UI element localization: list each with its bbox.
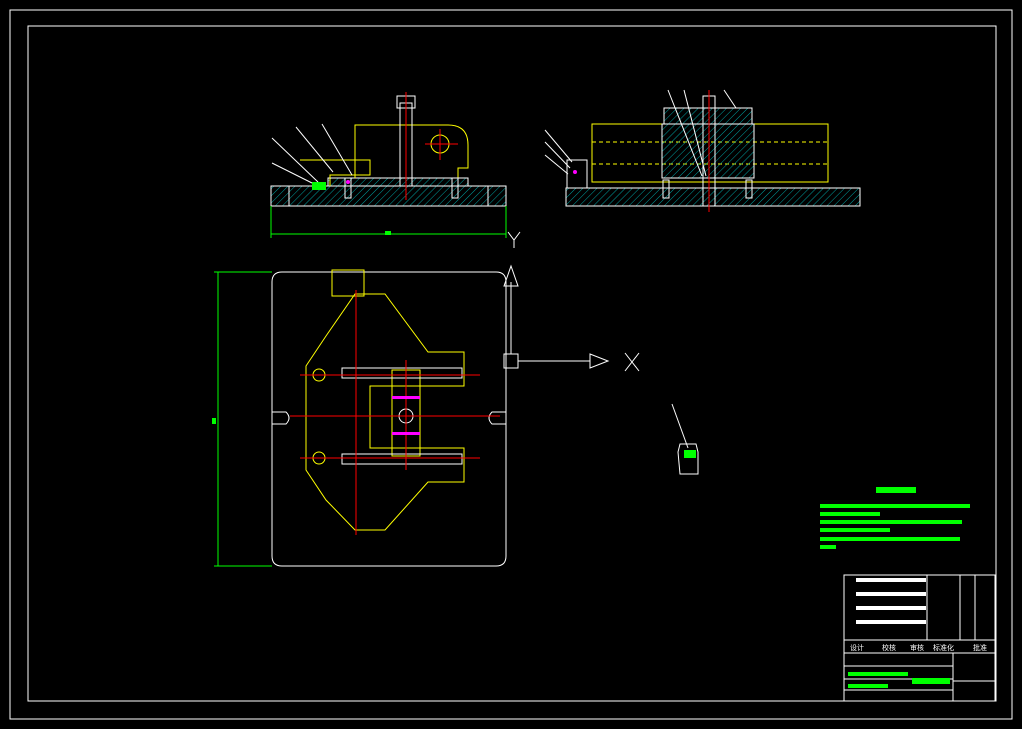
front-dim-value [385,231,391,235]
tech-req-line-5 [820,537,960,541]
detail-part-core [684,450,696,458]
front-clamp-arm [300,159,371,186]
plan-clamp-bar-lower [341,453,463,465]
plan-fixture-body [305,293,465,531]
front-base-left [270,185,290,207]
side-leader-4 [667,89,703,177]
tech-req-line-4 [820,528,890,532]
inner-frame [27,25,997,702]
side-leader-6 [723,89,737,109]
ucs-x-arrow [589,353,610,369]
tech-requirements [820,487,970,549]
front-leader-3 [295,126,334,173]
plan-top-bracket [331,269,365,297]
front-accent-mark [346,180,350,184]
plan-view [212,269,507,567]
side-leader-3 [544,154,569,175]
detail-part-outline [677,443,699,475]
title-block-data-2 [856,592,926,596]
front-base-right [487,185,507,207]
title-block-green-2 [848,684,888,688]
detail-leader [671,403,689,449]
side-small-block [566,159,588,189]
front-base-plate [270,185,507,207]
footer-label-approver: 批准 [973,643,987,652]
plan-slot-left [272,411,290,425]
outer-frame [9,9,1013,720]
title-block [843,574,996,702]
side-base-plate [565,187,861,207]
plan-accent-upper [392,396,420,399]
side-accent-mark [573,170,577,174]
title-block-footer: 设计 校核 审核 标准化 批准 [850,643,987,652]
footer-label-reviewer: 审核 [910,643,924,652]
tech-req-line-2 [820,512,880,516]
footer-label-standard: 标准化 [933,643,954,652]
plan-slot-right [488,411,506,425]
side-leader-5 [683,89,707,177]
footer-label-designer: 设计 [850,643,864,652]
title-block-data-1 [856,578,926,582]
tech-req-title [876,487,916,493]
plan-clamp-bar-upper [341,367,463,379]
title-block-green-1 [848,672,908,676]
tech-req-line-6 [820,545,836,549]
footer-label-checker: 校核 [882,643,896,652]
ucs-axis-icon [503,264,640,372]
side-leader-2 [544,141,571,169]
front-support-block [327,177,469,187]
front-view [270,92,521,248]
side-leader-1 [544,129,573,163]
side-clamp-body [661,123,755,179]
title-block-data-3 [856,606,926,610]
front-leader-2 [271,137,319,183]
plan-base-outline [271,271,507,567]
detail-part [671,403,699,475]
y-axis-symbol [507,231,521,248]
ucs-y-arrow [503,264,519,287]
title-block-frame [843,574,996,702]
front-bracket [354,124,469,178]
front-left-screw [344,177,352,199]
side-clamp-top [663,107,753,125]
side-screw-left [662,179,670,199]
side-view [544,89,861,212]
title-block-green-3 [912,678,950,684]
front-locator [312,182,326,190]
tech-req-line-1 [820,504,970,508]
side-screw-right [745,179,753,199]
tech-req-line-3 [820,520,962,524]
title-block-data-4 [856,620,926,624]
front-right-screw [451,177,459,199]
x-axis-symbol [624,352,640,372]
front-leader-1 [271,162,313,184]
plan-dim-value [212,418,216,424]
front-leader-4 [321,123,353,176]
plan-accent-lower [392,432,420,435]
